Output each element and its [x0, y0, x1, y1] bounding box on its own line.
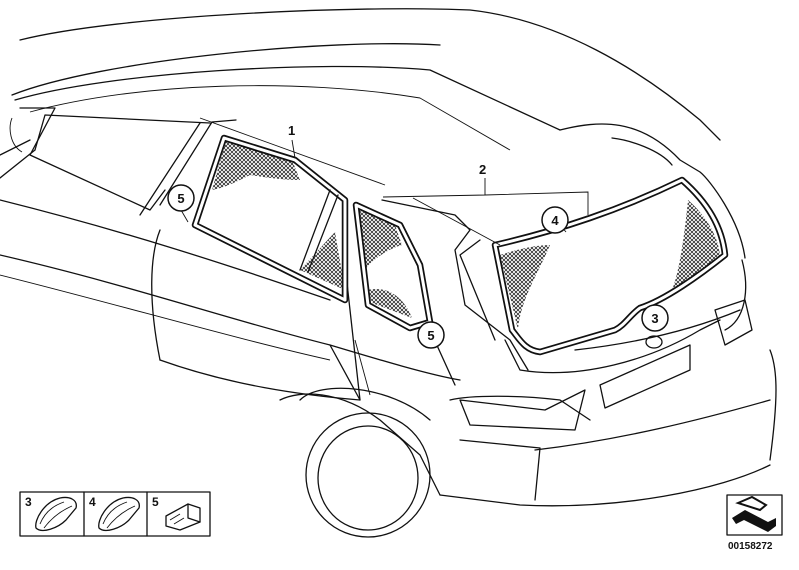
callout-3-label: 3 — [651, 311, 658, 326]
legend-3-label: 3 — [25, 495, 32, 509]
car-body-outline — [0, 8, 777, 538]
callout-5-right: 5 — [417, 321, 445, 349]
legend-4-label: 4 — [89, 495, 96, 509]
callout-5-right-label: 5 — [427, 328, 434, 343]
callout-5-left: 5 — [167, 184, 195, 212]
callout-3: 3 — [641, 304, 669, 332]
seal-profile-4-icon — [98, 496, 140, 532]
callout-2: 2 — [479, 162, 486, 177]
catalog-code: 00158272 — [728, 541, 773, 552]
catalog-badge: 00158272 — [726, 494, 783, 552]
end-cap-5-icon — [165, 503, 201, 531]
legend: 3 4 5 — [19, 491, 211, 537]
rear-door-window — [191, 134, 349, 304]
callout-4: 4 — [541, 206, 569, 234]
seal-profile-3-icon — [35, 496, 77, 532]
callout-5-left-label: 5 — [177, 191, 184, 206]
callout-4-label: 4 — [551, 213, 559, 228]
rear-quarter-window — [352, 201, 434, 332]
callout-1: 1 — [288, 123, 295, 138]
legend-5-label: 5 — [152, 495, 159, 509]
car-section-icon — [732, 495, 776, 532]
rear-window — [491, 176, 729, 356]
